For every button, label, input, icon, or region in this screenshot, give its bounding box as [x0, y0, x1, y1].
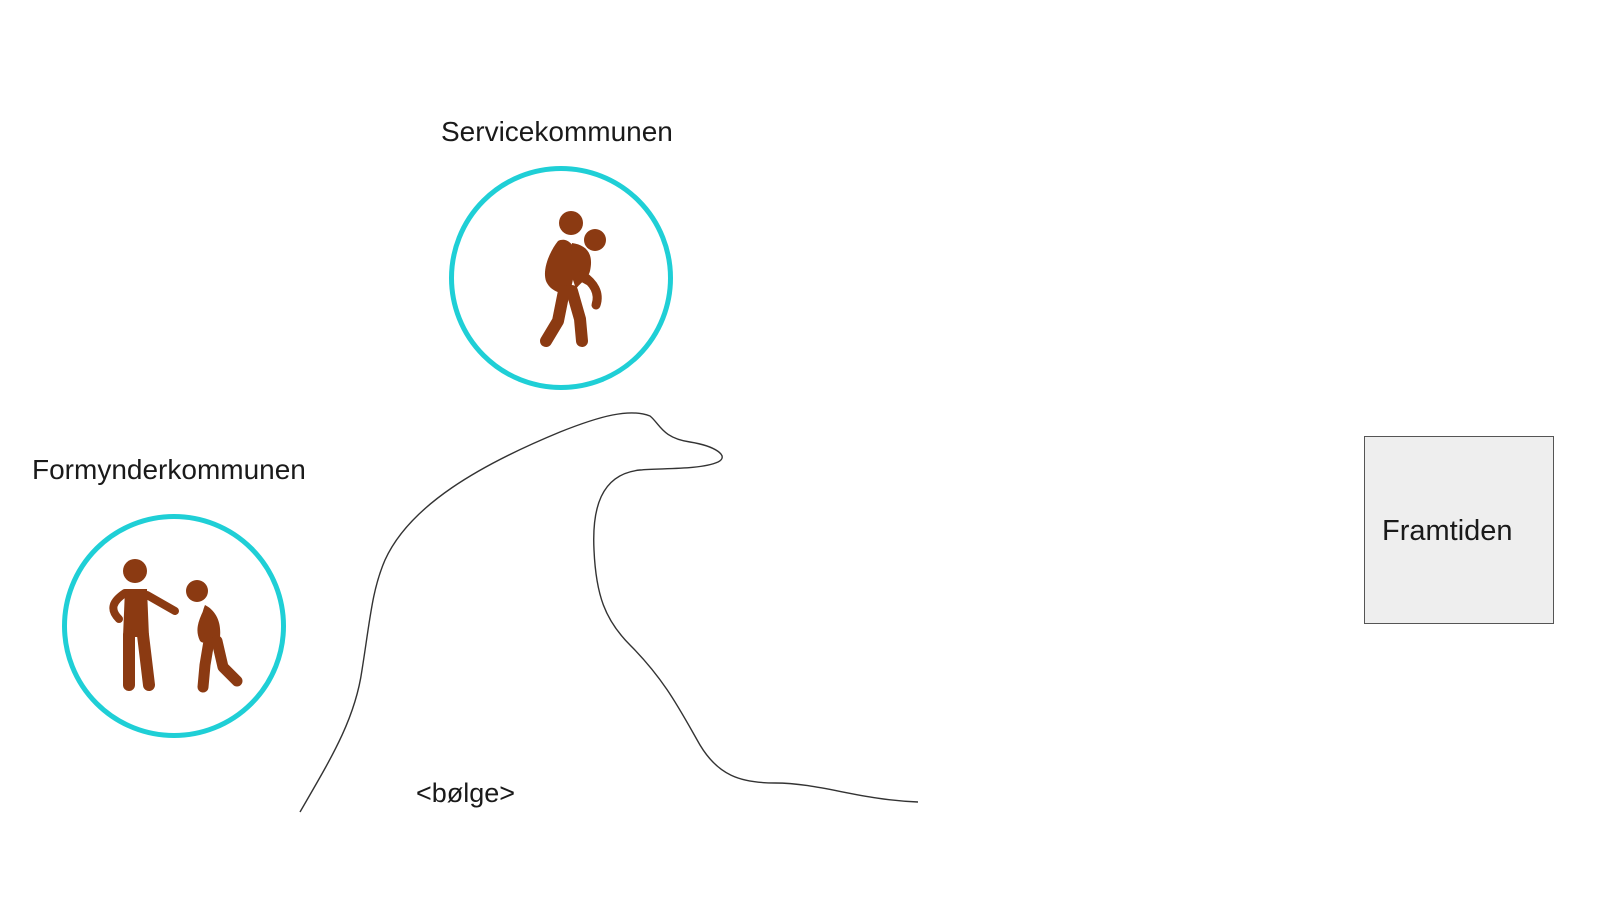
- guardian-municipality-circle: [62, 514, 286, 738]
- guardian-municipality-title: Formynderkommunen: [32, 454, 306, 485]
- service-municipality-circle: [449, 166, 673, 390]
- future-label: Framtiden: [1382, 515, 1513, 547]
- person-carrying-person-icon: [540, 211, 606, 347]
- person-pointing-at-person-icon: [109, 559, 243, 693]
- wave-path: [299, 412, 919, 813]
- future-box: Framtiden: [1364, 436, 1554, 624]
- service-municipality-title: Servicekommunen: [441, 116, 673, 147]
- wave-label: <bølge>: [416, 778, 516, 808]
